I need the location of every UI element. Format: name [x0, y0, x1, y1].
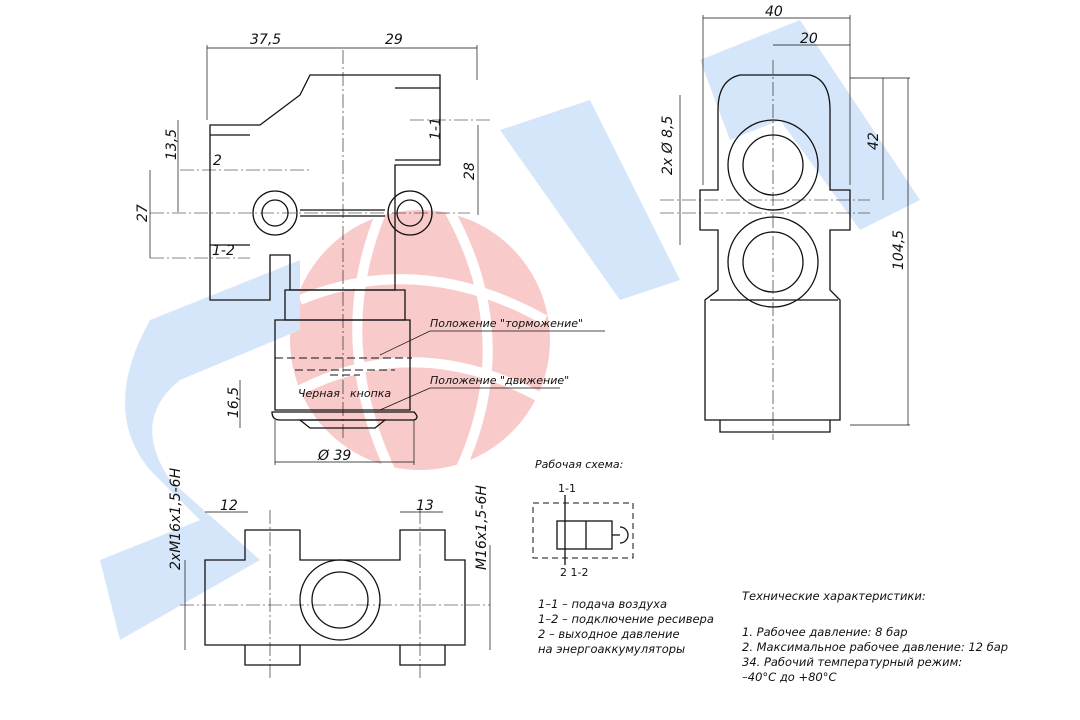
watermark-globe [290, 210, 550, 470]
dim-28: 28 [462, 162, 478, 180]
watermark-letter-r [700, 20, 920, 230]
dim-42: 42 [866, 132, 882, 150]
dim-dia-39: Ø 39 [317, 448, 351, 464]
spec-item: 1. Рабочее давление: 8 бар [742, 625, 908, 639]
label-button: кнопка [350, 387, 391, 400]
dim-13: 13 [416, 498, 434, 514]
bottom-view: 12 13 2xM16x1,5-6H M16x1,5-6H [168, 467, 491, 680]
port-1-2-label: 1-2 [212, 243, 235, 259]
schema-port-top: 1-1 [558, 482, 576, 495]
dim-20: 20 [800, 31, 818, 47]
technical-specs: Технические характеристики: 1. Рабочее д… [742, 589, 1008, 684]
dim-13-5: 13,5 [164, 129, 180, 160]
label-black: Черная [298, 387, 340, 400]
dim-holes: 2x Ø 8,5 [660, 116, 676, 175]
label-braking-position: Положение "торможение" [430, 317, 583, 330]
dim-104-5: 104,5 [891, 230, 907, 270]
dim-16-5: 16,5 [226, 387, 242, 418]
side-view: 40 20 42 104,5 2x Ø 8,5 [660, 4, 910, 440]
label-driving-position: Положение "движение" [430, 374, 569, 387]
watermark-letter-l [500, 100, 680, 300]
dim-12: 12 [220, 498, 238, 514]
thread-spec-1: 2xM16x1,5-6H [168, 467, 184, 570]
dim-29: 29 [385, 32, 403, 48]
legend-item: на энергоаккумуляторы [538, 642, 685, 656]
legend-item: 1–2 – подключение ресивера [538, 612, 714, 626]
schema-port-bottom: 2 1-2 [560, 566, 588, 579]
working-schema: Рабочая схема: 1-1 2 1-2 [532, 458, 634, 579]
schema-title: Рабочая схема: [535, 458, 623, 471]
specs-title: Технические характеристики: [742, 589, 926, 603]
port-2-label: 2 [213, 153, 222, 169]
legend-item: 1–1 – подача воздуха [538, 597, 667, 611]
front-view: 37,5 29 13,5 27 28 16,5 Ø 39 2 1-1 1-2 П… [135, 32, 605, 465]
port-1-1-label: 1-1 [428, 117, 444, 140]
dim-37-5: 37,5 [250, 32, 281, 48]
watermark [100, 20, 920, 640]
port-legend: 1–1 – подача воздуха 1–2 – подключение р… [538, 597, 714, 656]
spec-item: 34. Рабочий температурный режим: [742, 655, 962, 669]
dim-27: 27 [135, 204, 151, 222]
dim-40: 40 [765, 4, 783, 20]
thread-spec-2: M16x1,5-6H [474, 485, 490, 570]
spec-item: 2. Максимальное рабочее давление: 12 бар [742, 640, 1008, 654]
legend-item: 2 – выходное давление [538, 627, 680, 641]
watermark-letter-s [100, 260, 300, 640]
spec-item: –40°C до +80°C [742, 670, 837, 684]
